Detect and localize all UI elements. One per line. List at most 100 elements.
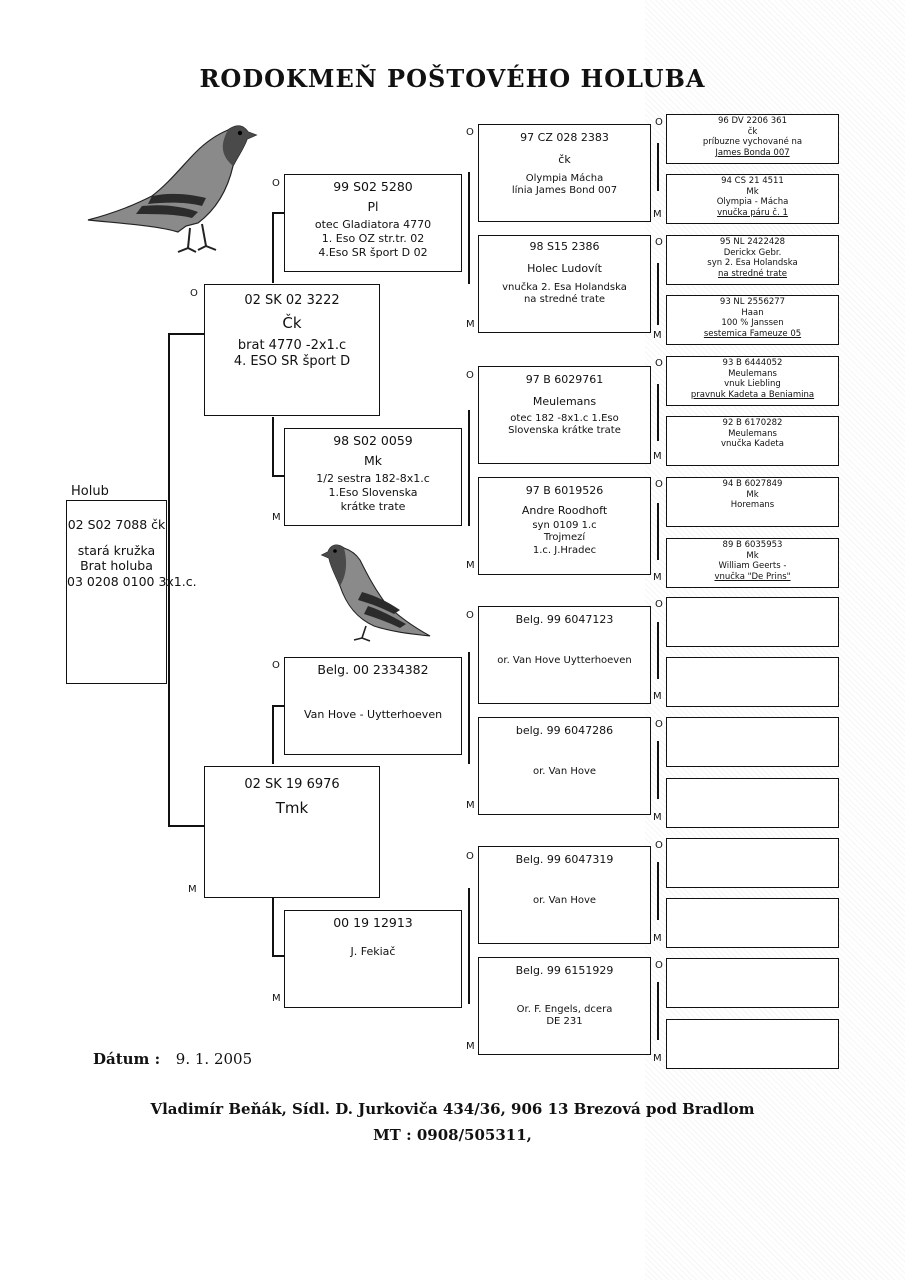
connector (657, 622, 659, 679)
gen4-box-empty (666, 1019, 839, 1069)
gen4-box: 94 CS 21 4511 Mk Olympia - Mácha vnučka … (666, 174, 839, 224)
connector (272, 705, 274, 764)
note: na stredné trate (718, 268, 787, 279)
sire-sire-box: 99 S02 5280 Pl otec Gladiatora 4770 1. E… (284, 174, 462, 272)
female-marker: M (466, 800, 475, 811)
female-marker: M (653, 812, 662, 823)
subject-line: 03 0208 0100 3x1.c. (67, 573, 197, 589)
gen4-box-empty (666, 958, 839, 1008)
connector (468, 172, 470, 284)
connector (272, 212, 274, 283)
sire-color: Čk (282, 314, 302, 333)
female-marker: M (653, 691, 662, 702)
gen4-box-empty (666, 717, 839, 767)
female-marker: M (653, 1053, 662, 1064)
subject-box: 02 S02 7088 čk stará kružka Brat holuba … (66, 500, 197, 684)
connector (657, 384, 659, 441)
breeder: Holec Ludovít (527, 261, 602, 275)
note: Haan (741, 307, 764, 318)
ring: 97 B 6029761 (525, 373, 604, 386)
note: otec 182 -8x1.c 1.Eso (510, 412, 619, 424)
female-marker: M (653, 572, 662, 583)
note: J. Fekiač (350, 944, 396, 958)
ring: 99 S02 5280 (333, 179, 413, 194)
connector (168, 333, 204, 335)
connector (272, 475, 284, 477)
ring: Belg. 99 6151929 (515, 964, 614, 977)
note: syn 0109 1.c (532, 519, 597, 531)
note: or. Van Hove Uytterhoeven (497, 654, 632, 666)
note: 1.Eso Slovenska (328, 486, 418, 499)
dam-sire-box: Belg. 00 2334382 Van Hove - Uytterhoeven (284, 657, 462, 755)
gen4-box-empty (666, 778, 839, 828)
note: vnučka Kadeta (721, 439, 784, 450)
ring: 98 S02 0059 (333, 433, 413, 448)
gen4-box: 89 B 6035953 Mk William Geerts - vnučka … (666, 538, 839, 588)
note: 1. Eso OZ str.tr. 02 (321, 232, 425, 245)
breeder-phone: MT : 0908/505311, (373, 1126, 532, 1144)
connector (168, 825, 204, 827)
gen3-box-sds: 97 B 6029761 Meulemans otec 182 -8x1.c 1… (478, 366, 651, 464)
note: vnučka páru č. 1 (717, 207, 788, 218)
pigeon-illustration-small (320, 544, 431, 642)
connector (657, 143, 659, 191)
gen4-box-empty (666, 838, 839, 888)
note: krátke trate (340, 499, 406, 513)
note: línia James Bond 007 (511, 185, 618, 196)
gen3-box-sss: 97 CZ 028 2383 čk Olympia Mácha línia Ja… (478, 124, 651, 222)
note: otec Gladiatora 4770 (314, 218, 432, 232)
subject-ring: 02 S02 7088 čk (67, 517, 166, 532)
note: vnučka 2. Esa Holandska (502, 281, 627, 293)
color: čk (558, 152, 571, 166)
female-marker: M (466, 560, 475, 571)
male-marker: O (655, 479, 663, 490)
color: Mk (363, 452, 383, 468)
date-line: Dátum : 9. 1. 2005 (93, 1050, 252, 1068)
note: syn 2. Esa Holandska (707, 258, 798, 269)
ring: 97 CZ 028 2383 (520, 131, 609, 144)
note: 100 % Janssen (721, 318, 784, 329)
dam-ring: 02 SK 19 6976 (244, 777, 340, 792)
date-value: 9. 1. 2005 (175, 1050, 253, 1068)
ring: 92 B 6170282 (722, 418, 783, 428)
connector (168, 333, 170, 825)
dam-dam-box: 00 19 12913 J. Fekiač (284, 910, 462, 1008)
male-marker: O (190, 288, 198, 299)
connector (657, 263, 659, 325)
breeder: Andre Roodhoft (521, 503, 608, 517)
note: Meulemans (728, 428, 777, 439)
male-marker: O (466, 610, 474, 621)
breeder: Meulemans (532, 394, 597, 408)
female-marker: M (653, 451, 662, 462)
subject-line: Brat holuba (80, 558, 153, 574)
connector (272, 212, 284, 214)
ring: 93 NL 2556277 (719, 297, 786, 307)
gen4-box-empty (666, 898, 839, 948)
breeder-address: Vladimír Beňák, Sídl. D. Jurkoviča 434/3… (150, 1100, 755, 1118)
connector (657, 862, 659, 920)
female-marker: M (653, 330, 662, 341)
note: or. Van Hove (532, 765, 597, 777)
ring: 95 NL 2422428 (719, 237, 786, 247)
color: Pl (367, 198, 379, 214)
ring: 94 B 6027849 (722, 479, 783, 489)
note: Mk (746, 550, 759, 561)
female-marker: M (466, 1041, 475, 1052)
ring: 94 CS 21 4511 (721, 176, 784, 186)
gen4-box-empty (666, 657, 839, 707)
gen4-box: 96 DV 2206 361 čk príbuzne vychované na … (666, 114, 839, 164)
female-marker: M (466, 319, 475, 330)
note: Trojmezí (543, 532, 586, 543)
note: 4.Eso SR šport D 02 (318, 245, 428, 259)
date-label: Dátum : (93, 1050, 161, 1068)
gen4-box-empty (666, 597, 839, 647)
sire-ring: 02 SK 02 3222 (244, 293, 340, 308)
male-marker: O (655, 358, 663, 369)
note: Van Hove - Uytterhoeven (303, 707, 443, 721)
male-marker: O (466, 851, 474, 862)
connector (468, 888, 470, 1004)
female-marker: M (188, 884, 197, 895)
gen4-box: 95 NL 2422428 Derickx Gebr. syn 2. Esa H… (666, 235, 839, 285)
male-marker: O (655, 599, 663, 610)
note: Mk (746, 186, 759, 197)
